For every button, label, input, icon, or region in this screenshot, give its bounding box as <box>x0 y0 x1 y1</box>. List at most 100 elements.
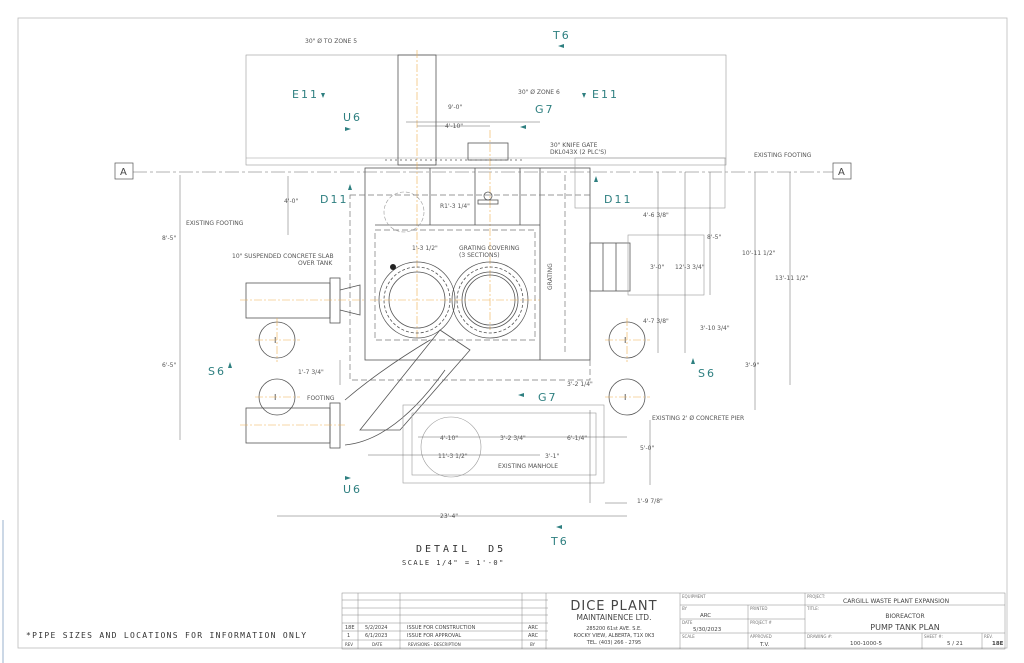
rev-row-by: ARC <box>528 633 539 639</box>
note-grating: GRATING <box>547 263 554 290</box>
section-tags: T6 E11 E11 U6 G7 D11 D11 S6 S6 G7 U6 T6 <box>208 29 716 548</box>
title-line-2: PUMP TANK PLAN <box>870 623 939 632</box>
label-date: DATE <box>682 620 693 625</box>
dim: 6'-5" <box>162 362 176 369</box>
dim: 1'-7 3/4" <box>298 369 324 376</box>
company-address: 285200 61st AVE. S.E. <box>586 626 642 632</box>
company-sub: MAINTAINENCE LTD. <box>577 613 652 622</box>
dim: 5'-0" <box>640 445 654 452</box>
note-footing: FOOTING <box>307 395 335 402</box>
rev-header-desc: REVISIONS - DESCRIPTION <box>408 642 461 647</box>
note-knife-gate: 30" KNIFE GATE <box>550 142 598 149</box>
tag-u6-bottom: U6 <box>343 483 362 496</box>
section-marker-right: A <box>838 167 845 178</box>
drawing-number: 100-1000-5 <box>850 641 882 647</box>
rev-row-rev: 1 <box>347 633 350 639</box>
tag-d11-right: D11 <box>604 193 632 206</box>
dim: 3'-2 3/4" <box>500 435 526 442</box>
plan-view: A A <box>114 50 852 517</box>
note-manhole: EXISTING MANHOLE <box>498 463 558 470</box>
detail-scale: SCALE 1/4" = 1'-0" <box>402 559 505 567</box>
note-grating-sections: (3 SECTIONS) <box>459 252 500 259</box>
dimensions: 9'-0" 4'-10" 4'-0" 1'-3 1/2" 8'-5" 6'-5"… <box>162 104 809 520</box>
note-pier: EXISTING 2' Ø CONCRETE PIER <box>652 415 744 422</box>
note-existing-footing-left: EXISTING FOOTING <box>186 220 244 227</box>
dim: 4'-10" <box>440 435 458 442</box>
dim: 6'-1/4" <box>567 435 587 442</box>
tag-t6-bottom: T6 <box>550 535 569 548</box>
tag-e11-right: E11 <box>592 88 619 101</box>
label-rev: REV. <box>984 634 993 639</box>
title-line-1: BIOREACTOR <box>885 613 924 620</box>
tag-g7-bottom: G7 <box>538 391 558 404</box>
tag-s6-right: S6 <box>698 367 716 380</box>
label-sheet-no: SHEET #: <box>924 634 943 639</box>
drawing-notes: 30" Ø TO ZONE 5 30" Ø ZONE 6 30" KNIFE G… <box>186 38 812 470</box>
dim: 3'-10 3/4" <box>700 325 730 332</box>
rev-header-date: DATE <box>372 642 383 647</box>
dim: 3'-0" <box>650 264 664 271</box>
dim: 3'-1" <box>545 453 559 460</box>
rev-row-desc: ISSUE FOR APPROVAL <box>407 633 461 639</box>
dim: 3'-9" <box>745 362 759 369</box>
sheet-number: 5 / 21 <box>947 641 963 647</box>
svg-text:I: I <box>274 393 276 402</box>
rev-row-by: ARC <box>528 625 539 631</box>
dim: 4'-10" <box>445 123 463 130</box>
sheet-border <box>17 17 1008 649</box>
rev-row-date: 6/1/2023 <box>365 633 387 639</box>
section-marker-left: A <box>120 167 127 178</box>
dim: 12'-3 3/4" <box>675 264 705 271</box>
project-info: EQUIPMENT BY PRINTED ARC DATE PROJECT # … <box>682 594 1004 648</box>
rev-row-rev: 18E <box>345 625 355 631</box>
note-knife-gate-model: DKL043X (2 PLC'S) <box>550 149 606 156</box>
note-existing-footing-right: EXISTING FOOTING <box>754 152 812 159</box>
tag-u6-top: U6 <box>343 111 362 124</box>
revision-number: 18E <box>992 641 1004 647</box>
company-city: ROCKY VIEW, ALBERTA, T1X 0K3 <box>574 633 655 639</box>
detail-title: DETAIL D5 <box>416 544 506 555</box>
dim: 4'-7 3/8" <box>643 318 669 325</box>
dim: 1'-3 1/2" <box>412 245 438 252</box>
company-phone: TEL. (403) 266 - 2795 <box>586 640 641 646</box>
rev-row-date: 5/2/2024 <box>365 625 387 631</box>
rev-header-by: BY <box>530 642 536 647</box>
label-title: TITLE: <box>806 606 819 611</box>
label-printed: PRINTED <box>750 606 767 611</box>
note-zone5: 30" Ø TO ZONE 5 <box>305 38 357 45</box>
company-name: DICE PLANT <box>570 599 657 614</box>
drawn-by: ARC <box>700 613 711 619</box>
company-logo: DICE PLANT MAINTAINENCE LTD. 285200 61st… <box>570 599 657 646</box>
drawing-date: 5/30/2023 <box>693 627 722 633</box>
label-approved: APPROVED <box>750 634 772 639</box>
note-slab: 10" SUSPENDED CONCRETE SLAB <box>232 253 334 260</box>
svg-text:I: I <box>624 393 626 402</box>
dim: 1'-9 7/8" <box>637 498 663 505</box>
dim: 4'-0" <box>284 198 298 205</box>
tag-d11-left: D11 <box>320 193 348 206</box>
approved-by: T.V. <box>759 642 770 648</box>
dim: 8'-5" <box>707 234 721 241</box>
svg-text:I: I <box>274 336 276 345</box>
tag-e11-left: E11 <box>292 88 319 101</box>
project-name: CARGILL WASTE PLANT EXPANSION <box>843 598 949 605</box>
concrete-piers: I I I I <box>255 318 650 416</box>
dim: 8'-5" <box>162 235 176 242</box>
label-scale: SCALE <box>682 634 695 639</box>
label-drawing-no: DRAWING #: <box>807 634 832 639</box>
dim: 10'-11 1/2" <box>742 250 776 257</box>
tag-g7-top: G7 <box>535 103 555 116</box>
rev-row-desc: ISSUE FOR CONSTRUCTION <box>407 625 476 631</box>
footnote: *PIPE SIZES AND LOCATIONS FOR INFORMATIO… <box>26 631 307 640</box>
note-radius: R1'-3 1/4" <box>440 203 470 210</box>
dim: 11'-3 1/2" <box>438 453 468 460</box>
note-zone6: 30" Ø ZONE 6 <box>518 89 560 96</box>
dim: 13'-11 1/2" <box>775 275 809 282</box>
revision-table: 18E 5/2/2024 ISSUE FOR CONSTRUCTION ARC … <box>345 625 539 647</box>
rev-header-rev: REV <box>345 642 353 647</box>
tag-s6-left: S6 <box>208 365 226 378</box>
label-equipment: EQUIPMENT <box>682 594 706 599</box>
label-project: PROJECT: <box>807 594 825 599</box>
dim: 3'-2 1/4" <box>567 381 593 388</box>
